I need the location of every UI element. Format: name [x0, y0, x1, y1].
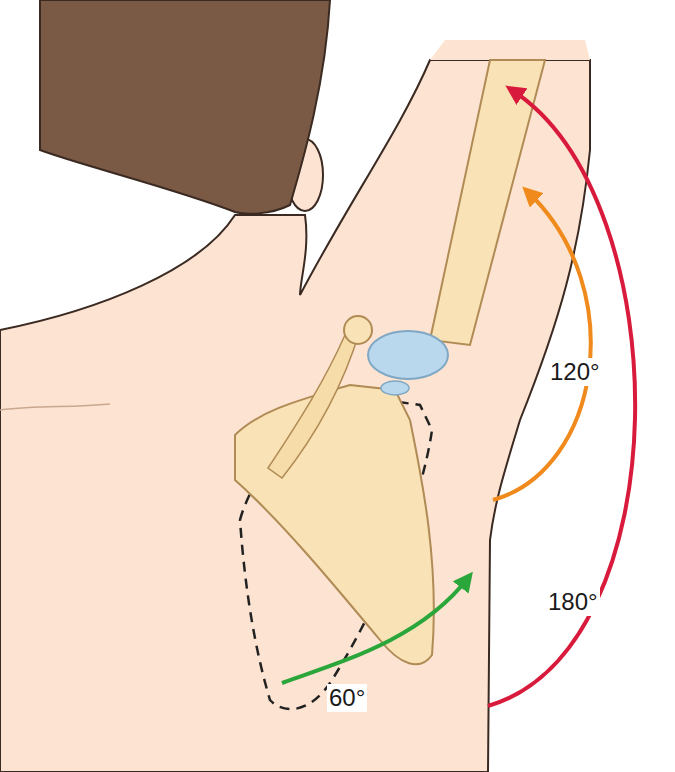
skin-fold	[430, 40, 590, 60]
green-arrow	[282, 578, 468, 683]
acromion	[344, 316, 372, 344]
glenoid	[381, 381, 409, 395]
angle-label: 120°	[548, 358, 602, 386]
back-line	[0, 404, 110, 410]
hair	[40, 0, 330, 214]
scapular-spine	[268, 330, 360, 478]
humeral-head	[368, 331, 448, 379]
angle-label: 180°	[546, 588, 600, 616]
red-arrow	[488, 90, 635, 706]
orange-arrow	[493, 192, 591, 500]
scapula	[235, 385, 434, 664]
angle-label: 60°	[327, 684, 367, 712]
